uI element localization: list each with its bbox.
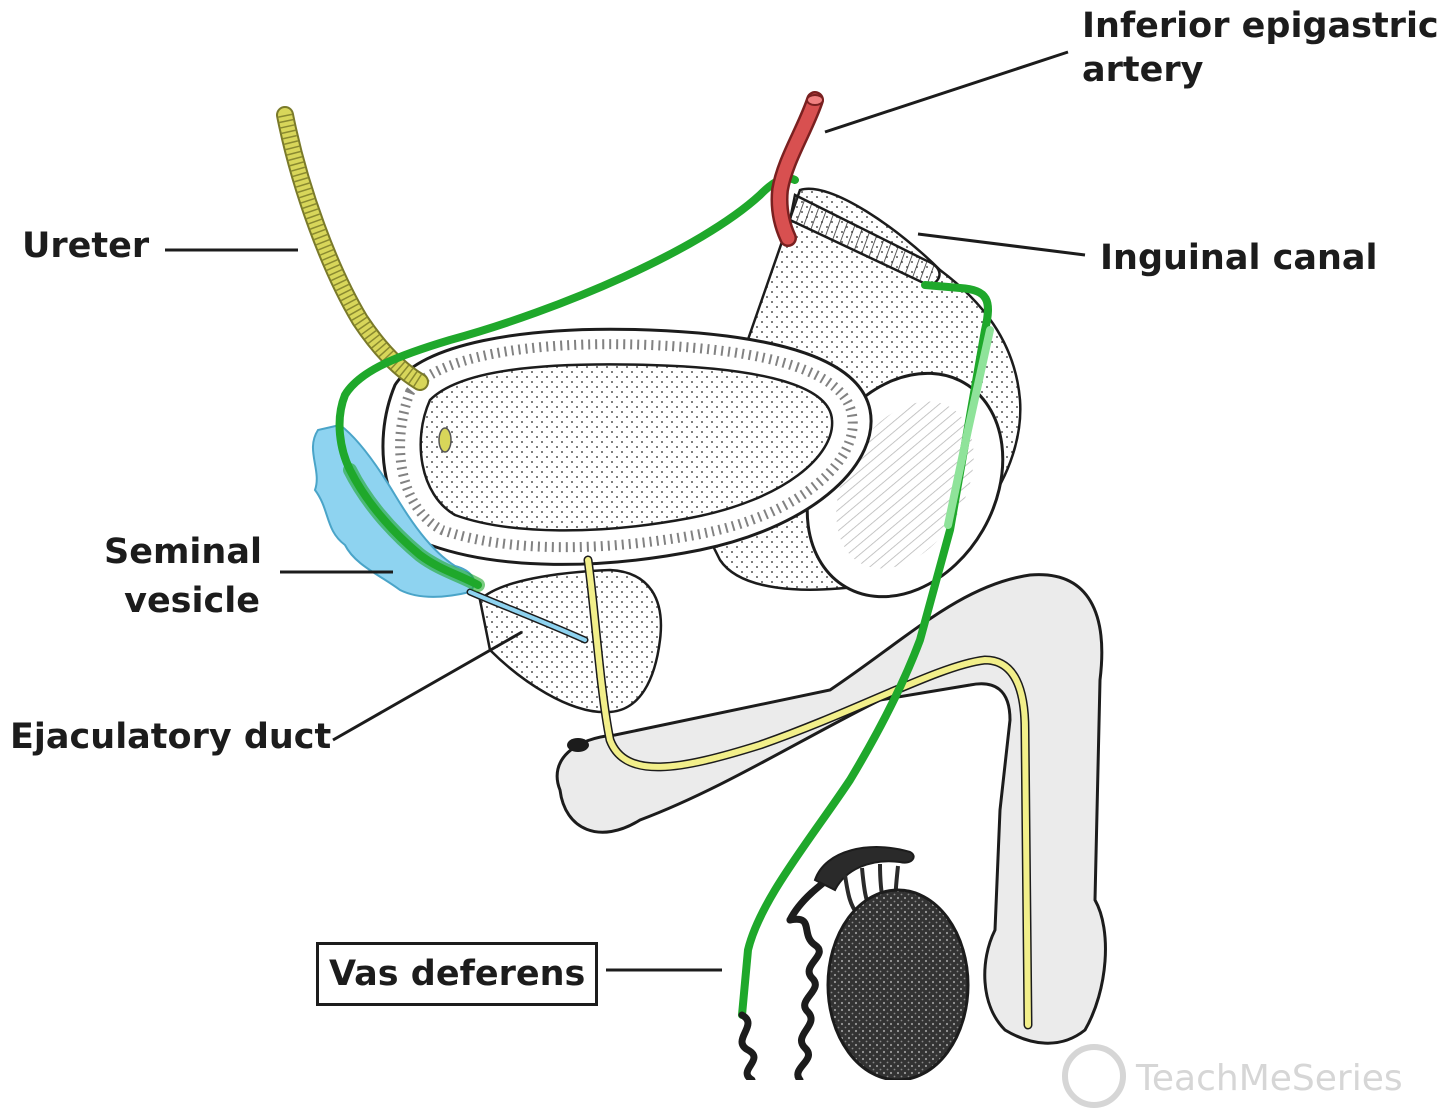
diagram-stage: Inferior epigastric artery Ureter Inguin… xyxy=(10,4,1439,1108)
testis xyxy=(826,888,970,1080)
label-seminal-line2: vesicle xyxy=(124,581,260,621)
label-ureter: Ureter xyxy=(22,226,150,266)
bladder-lumen xyxy=(419,363,834,532)
watermark: TeachMeSeries xyxy=(1062,1044,1403,1108)
epididymis-coils xyxy=(738,915,823,1080)
label-inferior-epigastric-artery: Inferior epigastric artery xyxy=(1082,4,1439,92)
vas-deferens-deep-segment xyxy=(944,326,994,529)
male-reproductive-anatomy-diagram xyxy=(165,50,1107,1080)
label-seminal-line1: Seminal xyxy=(104,532,262,572)
prostate xyxy=(478,568,663,714)
ureteric-orifice xyxy=(438,427,452,453)
ureter xyxy=(276,106,429,391)
label-inferior-epigastric-line1: Inferior epigastric xyxy=(1082,6,1439,46)
label-ejaculatory-duct: Ejaculatory duct xyxy=(10,717,332,757)
epididymis-head xyxy=(813,846,915,892)
leader-lines xyxy=(165,50,1086,972)
label-inferior-epigastric-line2: artery xyxy=(1082,50,1204,90)
label-vas-deferens: Vas deferens xyxy=(316,942,599,1006)
bulbourethral-gland xyxy=(567,738,589,752)
watermark-logo-icon xyxy=(1062,1044,1126,1108)
watermark-text: TeachMeSeries xyxy=(1136,1058,1403,1099)
label-inguinal-canal: Inguinal canal xyxy=(1100,238,1378,278)
label-seminal-vesicle: Seminal vesicle xyxy=(104,528,262,626)
